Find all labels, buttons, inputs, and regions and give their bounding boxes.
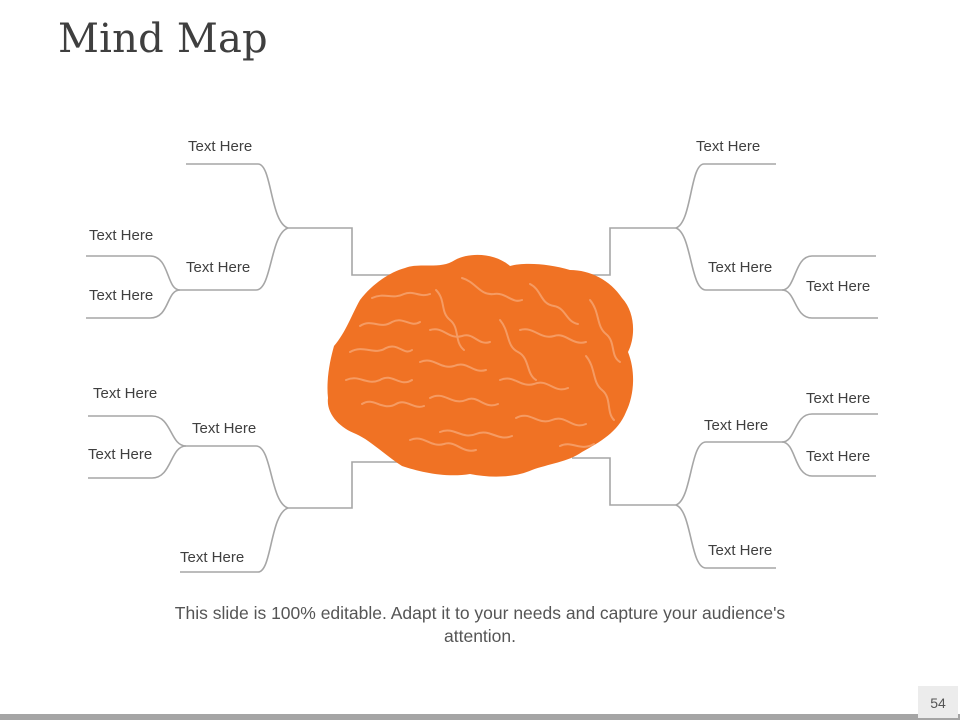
lower-right-bottom-label: Text Here	[708, 542, 773, 559]
connector-lower-left-bottom	[180, 507, 289, 573]
lower-left-sub-2-label: Text Here	[88, 446, 153, 463]
connector-upper-left-top	[186, 163, 289, 229]
connector-lower-left-branch	[186, 445, 289, 509]
connector-lower-left-sub-2	[88, 445, 187, 479]
connector-lower-right-bottom	[675, 504, 776, 569]
connector-lower-right-branch	[675, 441, 782, 506]
lower-right-sub-1-label: Text Here	[806, 390, 871, 407]
upper-left-sub-1-label: Text Here	[89, 227, 154, 244]
caption-line-1: This slide is 100% editable. Adapt it to…	[174, 603, 786, 623]
lower-right-branch-label: Text Here	[704, 417, 769, 434]
connector-upper-right-sub-2	[781, 289, 878, 319]
lower-left-bottom-label: Text Here	[180, 549, 245, 566]
page-number: 54	[918, 686, 958, 718]
lower-right-sub-2-label: Text Here	[806, 448, 871, 465]
upper-right-branch-label: Text Here	[708, 259, 773, 276]
upper-left-top-label: Text Here	[188, 138, 253, 155]
connector-lower-right-sub-2	[781, 441, 876, 477]
caption-line-2: attention.	[444, 626, 516, 646]
connector-lower-right-trunk	[572, 457, 676, 506]
connector-upper-left-branch	[180, 227, 289, 291]
upper-right-top-label: Text Here	[696, 138, 761, 155]
upper-left-branch-label: Text Here	[186, 259, 251, 276]
connector-upper-right-trunk	[575, 227, 676, 276]
lower-left-branch-label: Text Here	[192, 420, 257, 437]
lower-left-sub-1-label: Text Here	[93, 385, 158, 402]
connector-lower-right-sub-1	[781, 413, 878, 443]
brain-icon	[327, 254, 634, 477]
connector-upper-right-branch	[675, 227, 782, 291]
connector-upper-left-trunk	[288, 227, 400, 276]
slide-title: Mind Map	[58, 16, 268, 62]
slide-caption: This slide is 100% editable. Adapt it to…	[140, 602, 820, 648]
connector-lines	[86, 163, 878, 573]
connector-lower-left-trunk	[288, 461, 400, 509]
upper-right-sub-label: Text Here	[806, 278, 871, 295]
connector-upper-left-sub-2	[86, 289, 181, 319]
connector-upper-right-sub-1	[781, 255, 876, 291]
footer-bar	[0, 714, 960, 720]
connector-upper-right-top	[675, 163, 776, 229]
connector-lower-left-sub-1	[88, 415, 187, 447]
connector-upper-left-sub-1	[86, 255, 181, 291]
upper-left-sub-2-label: Text Here	[89, 287, 154, 304]
